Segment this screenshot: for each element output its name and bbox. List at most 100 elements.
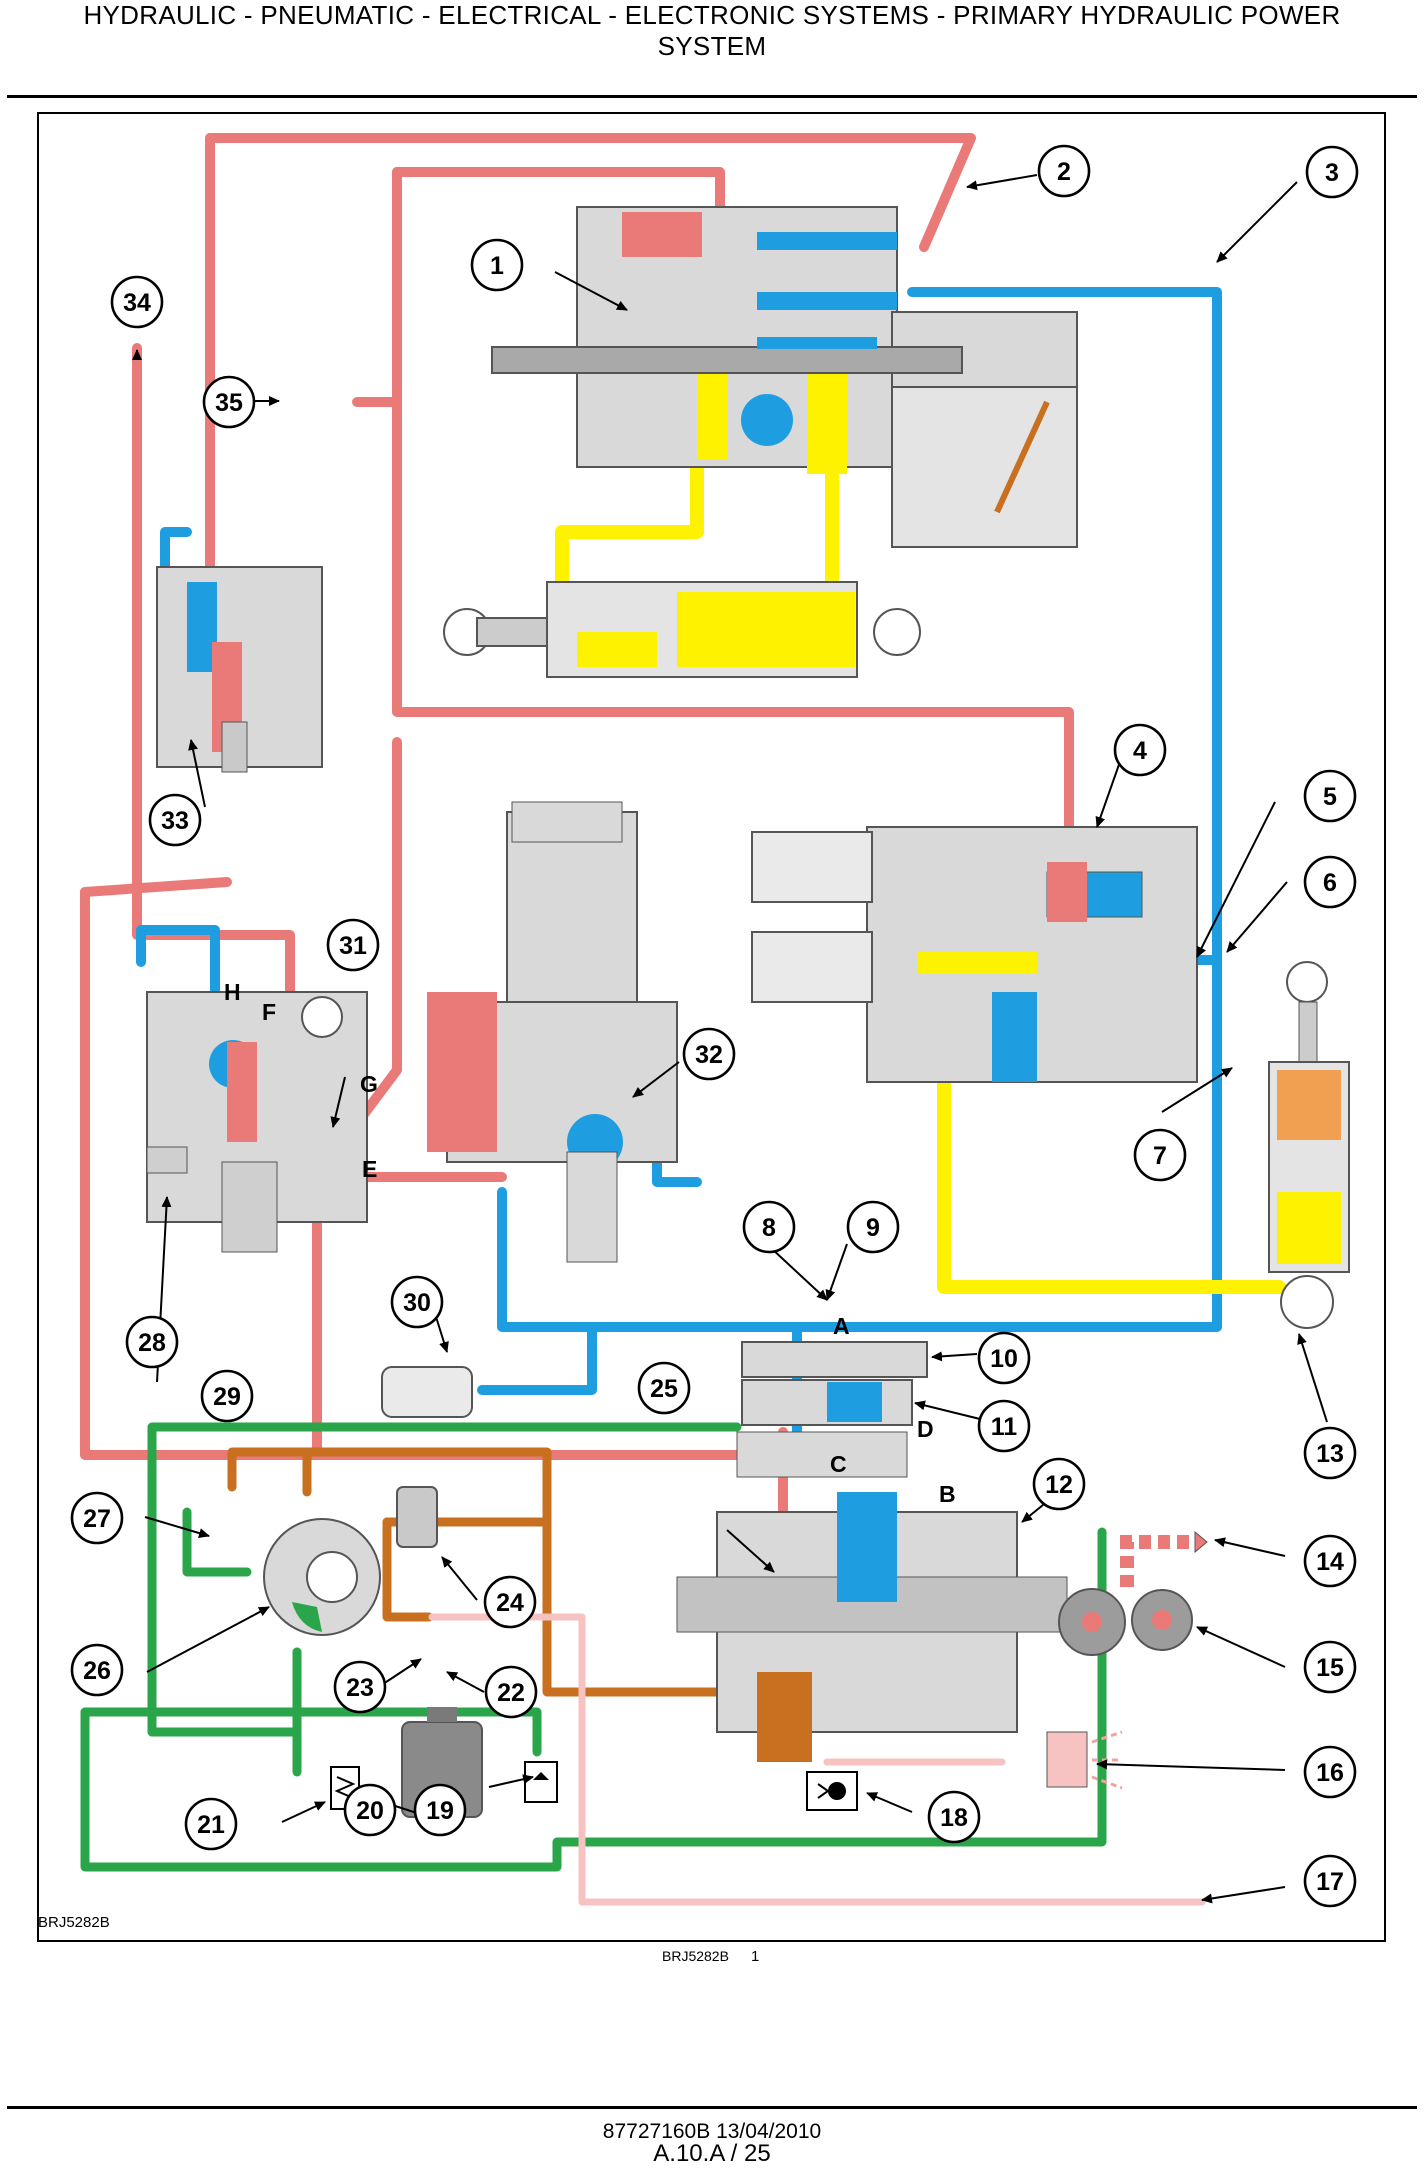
- callout-33: 33: [148, 793, 202, 847]
- callout-label: 18: [940, 1804, 968, 1832]
- callout-label: 15: [1316, 1654, 1344, 1682]
- callout-22: 22: [484, 1665, 538, 1719]
- callout-label: 1: [490, 252, 504, 280]
- hitch-cylinder: [1268, 961, 1350, 1329]
- callout-29: 29: [200, 1369, 254, 1423]
- callout-label: 24: [496, 1589, 524, 1617]
- callout-5: 5: [1303, 769, 1357, 823]
- callout-label: 11: [991, 1413, 1018, 1441]
- callout-label: 8: [762, 1214, 776, 1242]
- double-acting-cylinder: [443, 581, 921, 678]
- port-label-g: G: [360, 1071, 378, 1097]
- callout-label: 23: [346, 1674, 374, 1702]
- callout-20: 20: [343, 1783, 397, 1837]
- callout-leaders: [132, 174, 1328, 1904]
- callout-14: 14: [1303, 1534, 1357, 1588]
- footer-document-ref: 87727160B 13/04/2010: [602, 2120, 822, 2143]
- priority-valve-block: [751, 826, 1198, 1083]
- control-valve: [491, 206, 1078, 548]
- callout-26: 26: [70, 1643, 124, 1697]
- callout-34: 34: [110, 275, 164, 329]
- callout-label: 10: [990, 1345, 1018, 1373]
- callout-35: 35: [202, 375, 256, 429]
- callout-label: 7: [1153, 1142, 1167, 1170]
- callout-label: 25: [650, 1375, 678, 1403]
- callout-label: 20: [356, 1797, 384, 1825]
- callout-27: 27: [70, 1491, 124, 1545]
- lift-valve: [156, 566, 323, 773]
- callout-label: 27: [83, 1505, 111, 1533]
- caption-code: BRJ5282B: [662, 1948, 729, 1964]
- bypass-indicator-symbol: [524, 1761, 558, 1803]
- flow-control-valve: [427, 801, 678, 1263]
- callout-label: 30: [403, 1289, 431, 1317]
- callout-30: 30: [390, 1275, 444, 1329]
- callout-11: 11: [977, 1399, 1031, 1453]
- caption-number: 1: [750, 1948, 760, 1965]
- callout-10: 10: [977, 1331, 1031, 1385]
- control-valve-left: [146, 991, 368, 1253]
- callout-24: 24: [483, 1575, 537, 1629]
- callout-6: 6: [1303, 855, 1357, 909]
- callout-13: 13: [1303, 1426, 1357, 1480]
- footer-rule: [7, 2106, 1417, 2109]
- callout-label: 34: [123, 289, 151, 317]
- pump-control-valve: [741, 1341, 928, 1426]
- callout-label: 29: [213, 1383, 241, 1411]
- callout-28: 28: [125, 1315, 179, 1369]
- callout-8: 8: [742, 1200, 796, 1254]
- callout-label: 21: [197, 1811, 225, 1839]
- lubrication-nozzles: [1046, 1730, 1123, 1790]
- port-label-h: H: [224, 979, 241, 1005]
- callout-23: 23: [333, 1660, 387, 1714]
- port-label-e: E: [362, 1156, 377, 1182]
- callout-label: 6: [1323, 869, 1337, 897]
- callout-label: 35: [215, 389, 243, 417]
- header-title-line2: SYSTEM: [657, 31, 767, 61]
- variable-displacement-pump: [676, 1431, 1068, 1762]
- header-rule: [7, 95, 1417, 98]
- charge-pump: [263, 1518, 381, 1636]
- port-label-b: B: [939, 1481, 956, 1507]
- callout-25: 25: [637, 1361, 691, 1415]
- callout-label: 3: [1325, 159, 1339, 187]
- figure-caption: BRJ5282B 1: [662, 1948, 759, 1965]
- gear-pump: [1058, 1588, 1193, 1656]
- callout-label: 9: [866, 1214, 880, 1242]
- callout-label: 32: [695, 1041, 723, 1069]
- port-label-c: C: [830, 1451, 847, 1477]
- callout-label: 22: [497, 1679, 525, 1707]
- port-label-f: F: [262, 999, 276, 1025]
- check-valve-symbol: [806, 1771, 858, 1811]
- callout-label: 28: [138, 1329, 166, 1357]
- callout-label: 26: [83, 1657, 111, 1685]
- callout-1: 1: [470, 238, 524, 292]
- callout-2: 2: [1037, 144, 1091, 198]
- callout-label: 19: [426, 1797, 454, 1825]
- callout-label: 13: [1316, 1440, 1344, 1468]
- callout-7: 7: [1133, 1128, 1187, 1182]
- header-title-line1: HYDRAULIC - PNEUMATIC - ELECTRICAL - ELE…: [83, 0, 1341, 30]
- gear-pump-outlet-line: [1120, 1530, 1208, 1587]
- pressure-sensor: [396, 1486, 438, 1548]
- page-header: HYDRAULIC - PNEUMATIC - ELECTRICAL - ELE…: [0, 0, 1424, 62]
- callout-16: 16: [1303, 1745, 1357, 1799]
- callout-label: 12: [1045, 1471, 1073, 1499]
- callout-label: 14: [1316, 1548, 1344, 1576]
- callout-label: 4: [1133, 737, 1147, 765]
- callout-18: 18: [927, 1790, 981, 1844]
- port-label-d: D: [917, 1416, 934, 1442]
- filter-element: [381, 1366, 473, 1418]
- callout-3: 3: [1305, 145, 1359, 199]
- callout-label: 33: [161, 807, 189, 835]
- callout-label: 2: [1057, 158, 1071, 186]
- figure-frame: [37, 112, 1386, 1942]
- callout-label: 5: [1323, 783, 1337, 811]
- footer-page-number: A.10.A / 25: [653, 2140, 771, 2167]
- suction-lines: [80, 1422, 1107, 1872]
- callout-label: 17: [1316, 1868, 1344, 1896]
- callout-32: 32: [682, 1027, 736, 1081]
- callout-label: 31: [339, 932, 367, 960]
- callout-21: 21: [184, 1797, 238, 1851]
- callout-31: 31: [326, 918, 380, 972]
